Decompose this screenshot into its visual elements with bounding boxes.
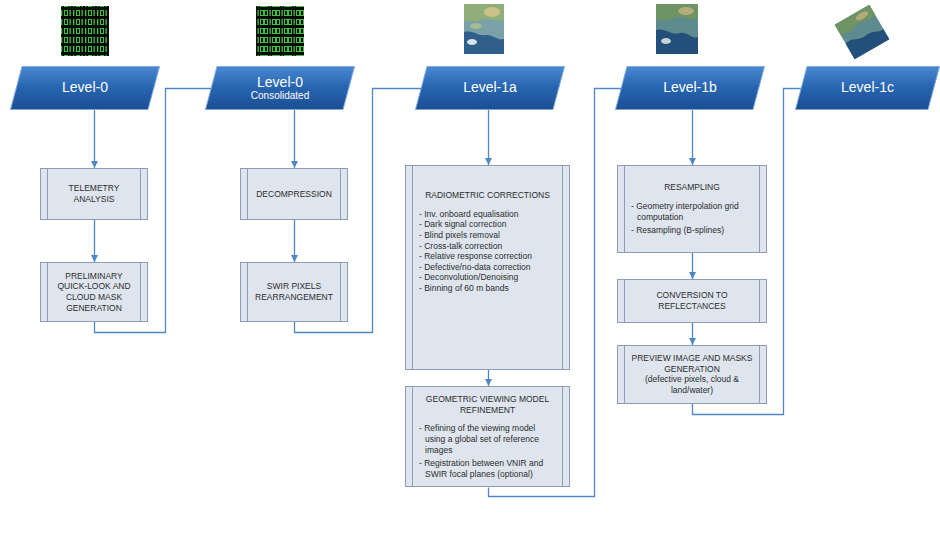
header-shape xyxy=(206,67,355,110)
level-header: Level-0 xyxy=(10,66,160,110)
step-title: CONVERSION TO REFLECTANCES xyxy=(631,290,753,311)
binary-data-icon xyxy=(256,6,304,56)
flow-arrow xyxy=(692,110,693,165)
step-title: TELEMETRY ANALYSIS xyxy=(54,183,134,204)
process-box: SWIR PIXELS REARRANGEMENT xyxy=(240,262,348,322)
flow-arrow xyxy=(294,110,295,168)
level-header: Level-1c xyxy=(795,66,940,110)
level-header: Level-1a xyxy=(415,66,565,110)
header-shape xyxy=(11,67,160,110)
step-item: - Cross-talk correction xyxy=(419,241,556,252)
level-name: Level-1a xyxy=(463,80,517,95)
flow-arrow xyxy=(94,110,95,168)
flow-arrow xyxy=(488,370,489,386)
level-name: Level-1b xyxy=(663,80,717,95)
step-item: - Registration between VNIR and SWIR foc… xyxy=(419,458,556,479)
step-item: - Binning of 60 m bands xyxy=(419,283,556,294)
step-item: - Geometry interpolation grid computatio… xyxy=(631,201,753,222)
process-box: GEOMETRIC VIEWING MODEL REFINEMENT - Refi… xyxy=(405,386,570,487)
step-item: - Defective/no-data correction xyxy=(419,262,556,273)
step-item: - Relative response correction xyxy=(419,251,556,262)
level-header: Level-0Consolidated xyxy=(205,66,355,110)
process-box: RADIOMETRIC CORRECTIONS - Inv. onboard eq… xyxy=(405,165,570,370)
step-item: - Dark signal correction xyxy=(419,219,556,230)
step-title: SWIR PIXELS REARRANGEMENT xyxy=(254,281,334,302)
step-title: (defective pixels, cloud & land/water) xyxy=(631,374,753,395)
step-title: RESAMPLING xyxy=(631,182,753,193)
satellite-thumbnail xyxy=(464,4,504,54)
process-box: TELEMETRY ANALYSIS xyxy=(40,168,148,220)
binary-data-icon xyxy=(61,6,109,56)
flow-arrow xyxy=(294,220,295,262)
level-name: Level-1c xyxy=(841,80,894,95)
level-name: Level-0 xyxy=(257,75,303,90)
header-shape xyxy=(616,67,765,110)
step-item: - Inv. onboard equalisation xyxy=(419,209,556,220)
step-title: GEOMETRIC VIEWING MODEL REFINEMENT xyxy=(419,394,556,415)
flow-arrow xyxy=(692,253,693,279)
flow-arrow xyxy=(692,323,693,345)
flow-arrow xyxy=(488,110,489,165)
process-box: RESAMPLING - Geometry interpolation grid … xyxy=(617,165,767,253)
step-title: DECOMPRESSION xyxy=(254,189,334,200)
level-header: Level-1b xyxy=(615,66,765,110)
process-box: CONVERSION TO REFLECTANCES xyxy=(617,279,767,323)
flow-arrow xyxy=(94,220,95,262)
step-title: RADIOMETRIC CORRECTIONS xyxy=(419,190,556,201)
process-box: DECOMPRESSION xyxy=(240,168,348,220)
satellite-thumbnail xyxy=(656,4,698,54)
step-title: PRELIMINARY QUICK-LOOK AND CLOUD MASK GE… xyxy=(54,271,134,314)
level-name: Level-0 xyxy=(62,80,108,95)
satellite-thumbnail xyxy=(835,5,890,60)
process-box: PREVIEW IMAGE AND MASKS GENERATION(defec… xyxy=(617,345,767,404)
step-item: - Blind pixels removal xyxy=(419,230,556,241)
process-box: PRELIMINARY QUICK-LOOK AND CLOUD MASK GE… xyxy=(40,262,148,322)
header-shape xyxy=(416,67,565,110)
step-title: PREVIEW IMAGE AND MASKS GENERATION xyxy=(631,353,753,374)
level-subtitle: Consolidated xyxy=(251,90,309,101)
step-item: - Deconvolution/Denoising xyxy=(419,272,556,283)
step-item: - Resampling (B-splines) xyxy=(631,225,753,236)
header-shape xyxy=(796,67,940,110)
step-item: - Refining of the viewing model using a … xyxy=(419,423,556,455)
